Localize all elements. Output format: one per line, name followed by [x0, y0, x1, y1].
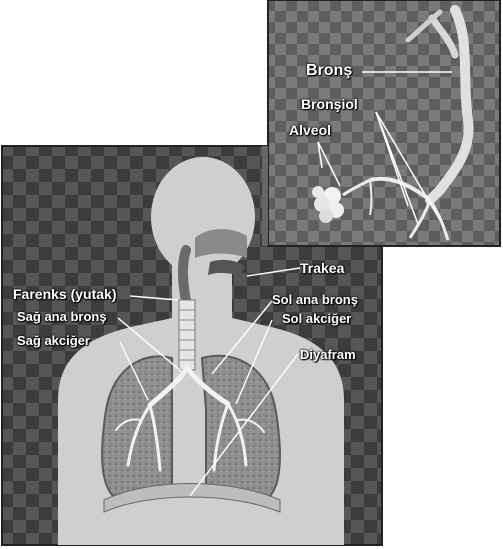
label-alveolus: Alveol	[289, 123, 331, 137]
label-left-lung: Sol akciğer	[282, 312, 351, 325]
decorative-strip	[262, 146, 268, 246]
label-diaphragm: Diyafram	[300, 348, 356, 361]
label-left-main-bronchus: Sol ana bronş	[272, 293, 358, 306]
label-right-main-bronchus: Sağ ana bronş	[17, 310, 107, 323]
label-trachea: Trakea	[300, 261, 344, 275]
label-pharynx: Farenks (yutak)	[13, 287, 116, 301]
trachea	[179, 300, 195, 370]
label-bronchiole: Bronşiol	[301, 97, 358, 111]
label-bronchus: Bronş	[306, 63, 352, 79]
label-right-lung: Sağ akciğer	[17, 334, 90, 347]
